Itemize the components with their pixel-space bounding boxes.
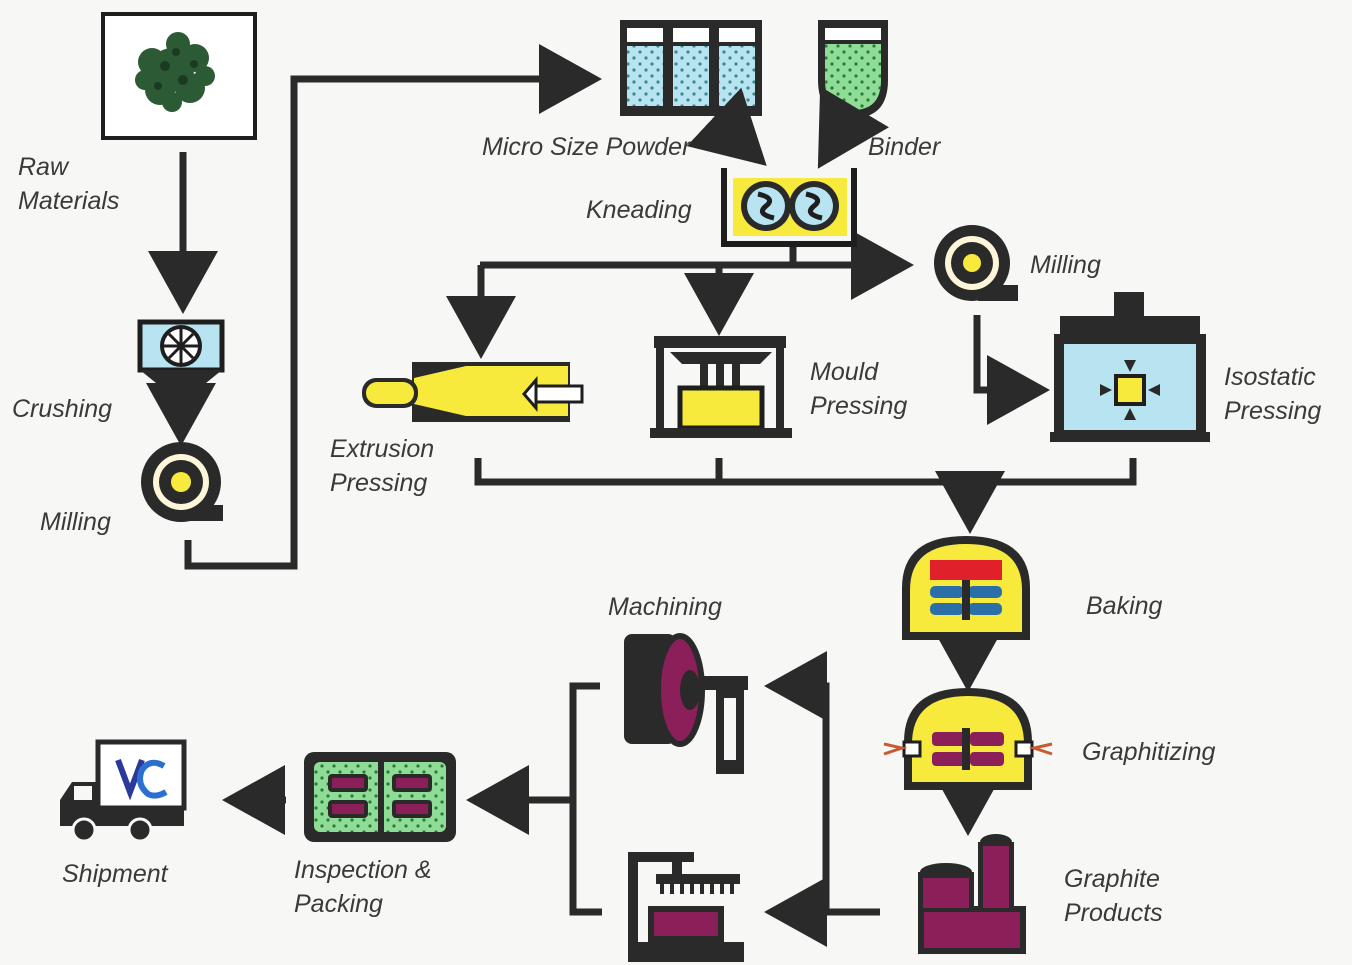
packing-crate-icon <box>304 752 456 842</box>
label-machining: Machining <box>608 593 722 621</box>
grinding-machine-icon <box>628 852 744 962</box>
label-binder: Binder <box>868 133 941 161</box>
label-isostatic-pressing: Isostatic Pressing <box>1224 360 1321 428</box>
label-extrusion-line1: Extrusion <box>330 435 435 463</box>
kneader-icon <box>721 168 857 247</box>
label-mould-line1: Mould <box>810 358 879 386</box>
label-raw-materials-line2: Materials <box>18 187 120 215</box>
graphite-products-icon <box>918 834 1026 954</box>
label-extrusion-line2: Pressing <box>330 469 428 497</box>
arrow-products-to-machining <box>764 651 880 916</box>
graphitizing-furnace-icon <box>883 688 1053 790</box>
label-shipment: Shipment <box>62 860 168 888</box>
label-crushing: Crushing <box>12 395 113 423</box>
label-inspection-line1: Inspection & <box>294 856 432 884</box>
label-milling-left: Milling <box>40 508 111 536</box>
raw-material-photo <box>101 12 257 140</box>
company-logo <box>115 758 168 801</box>
label-isostatic-line2: Pressing <box>1224 397 1322 425</box>
label-milling-right: Milling <box>1030 251 1101 279</box>
label-graphite-products: Graphite Products <box>1064 862 1163 930</box>
label-raw-materials: Raw Materials <box>18 150 119 218</box>
label-graphite-line1: Graphite <box>1064 865 1160 893</box>
mill-icon-left <box>141 442 223 522</box>
label-inspection-packing: Inspection & Packing <box>294 853 432 921</box>
baking-furnace-icon <box>902 536 1030 640</box>
lathe-icon <box>624 633 748 774</box>
label-inspection-line2: Packing <box>294 890 383 918</box>
crusher-icon <box>137 319 225 396</box>
bracket-machining-output <box>569 682 602 916</box>
label-micro-size-powder: Micro Size Powder <box>482 133 691 161</box>
label-mould-pressing: Mould Pressing <box>810 355 907 423</box>
binder-container-icon <box>818 20 888 118</box>
arrow-powder-to-kneading <box>686 87 767 166</box>
label-raw-materials-line1: Raw <box>18 153 69 181</box>
label-mould-line2: Pressing <box>810 392 908 420</box>
truck-icon <box>60 739 187 843</box>
powder-containers-icon <box>620 20 762 116</box>
arrow-binder-to-kneading <box>817 86 889 169</box>
label-graphite-line2: Products <box>1064 899 1163 927</box>
mould-press-icon <box>650 336 792 438</box>
line-collect-pressings <box>474 458 1137 486</box>
arrow-milling-to-isostatic <box>973 315 1050 425</box>
isostatic-press-icon <box>1050 292 1210 442</box>
mill-icon-right <box>934 225 1018 301</box>
arrow-milling-to-powder <box>184 44 602 570</box>
label-extrusion-pressing: Extrusion Pressing <box>330 432 434 500</box>
label-graphitizing: Graphitizing <box>1082 738 1216 766</box>
label-baking: Baking <box>1086 592 1163 620</box>
extruder-icon <box>362 362 584 422</box>
feed-arrows <box>686 86 889 169</box>
flow-lines <box>146 44 1137 947</box>
label-kneading: Kneading <box>586 196 692 224</box>
label-isostatic-line1: Isostatic <box>1224 363 1316 391</box>
